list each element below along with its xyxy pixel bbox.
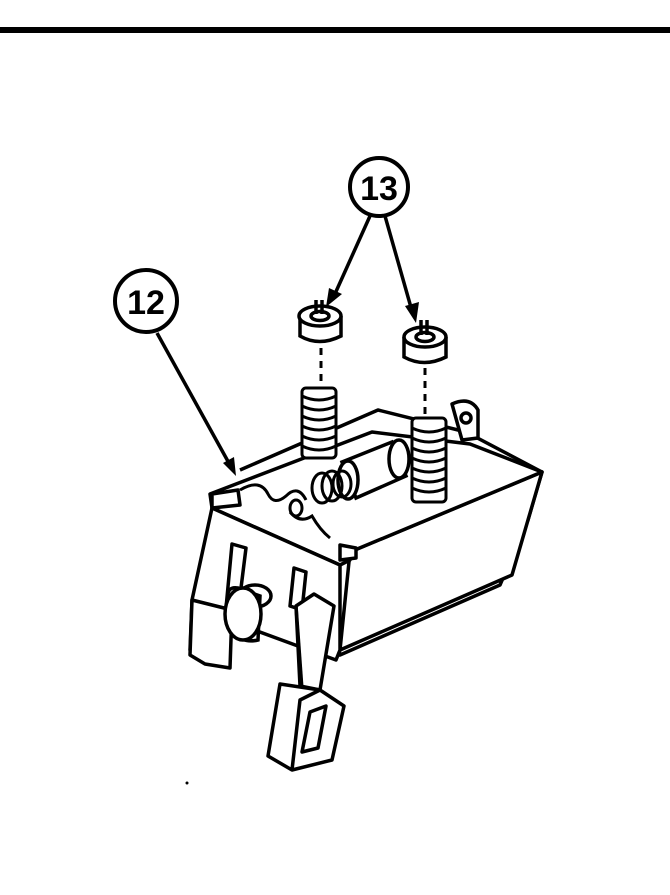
speck bbox=[185, 781, 189, 785]
callout-12-label: 12 bbox=[127, 284, 165, 322]
top-rule bbox=[0, 27, 670, 33]
leader-line-12 bbox=[155, 332, 236, 476]
actuator-arm bbox=[266, 592, 346, 772]
leader-lines-13 bbox=[326, 215, 419, 323]
callout-13-label: 13 bbox=[360, 170, 398, 208]
spring-cap-right bbox=[402, 320, 448, 365]
spring-cap-left bbox=[297, 300, 343, 344]
torsion-spring bbox=[239, 469, 353, 540]
callout-13: 13 bbox=[348, 156, 410, 218]
spring-right bbox=[410, 416, 448, 504]
callout-12: 12 bbox=[113, 268, 179, 334]
pivot-pin bbox=[223, 583, 273, 643]
alignment-lines bbox=[319, 348, 427, 415]
spring-left bbox=[300, 386, 338, 460]
